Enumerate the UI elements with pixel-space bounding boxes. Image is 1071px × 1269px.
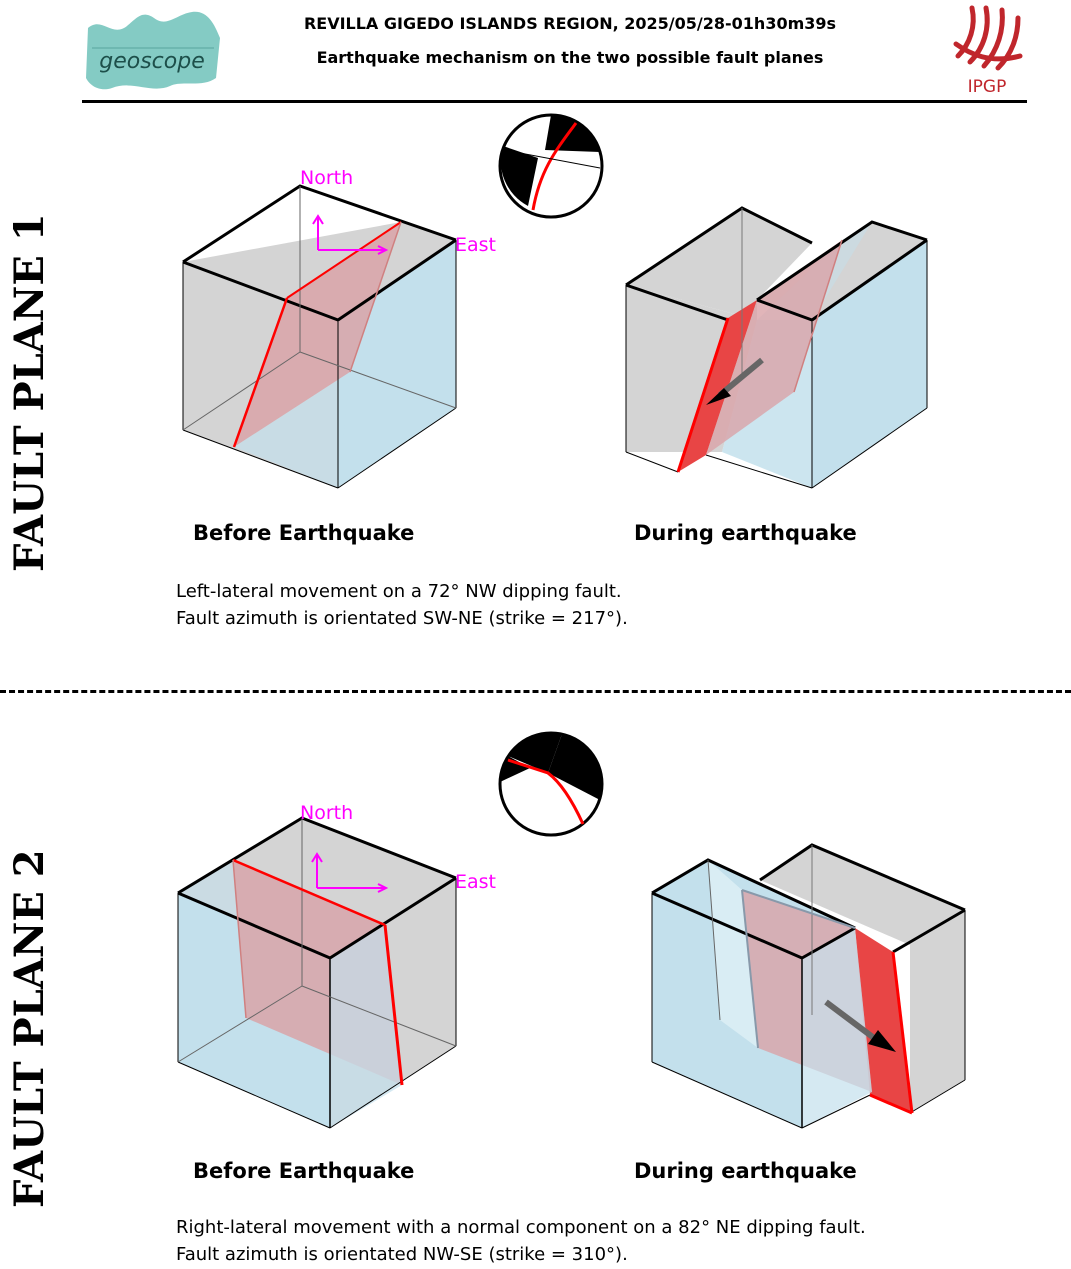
north-label-1: North [300, 167, 353, 189]
description-1-line-1: Left-lateral movement on a 72° NW dippin… [176, 581, 622, 602]
geoscope-logo-text: geoscope [99, 49, 204, 74]
during-block-1 [625, 206, 928, 489]
ipgp-logo: IPGP [950, 4, 1025, 98]
page-subtitle: Earthquake mechanism on the two possible… [316, 48, 824, 67]
compass-arrows-1 [312, 214, 389, 255]
before-label-1: Before Earthquake [193, 521, 415, 545]
east-label-2: East [455, 871, 496, 893]
compass-arrows-2 [311, 852, 389, 893]
during-block-2 [651, 843, 966, 1129]
beachball-1 [498, 113, 604, 219]
east-label-1: East [455, 234, 496, 256]
description-2-line-1: Right-lateral movement with a normal com… [176, 1217, 866, 1238]
beachball-2 [498, 731, 604, 837]
description-2-line-2: Fault azimuth is orientated NW-SE (strik… [176, 1244, 628, 1265]
before-block-2 [177, 816, 457, 1129]
page-title: REVILLA GIGEDO ISLANDS REGION, 2025/05/2… [303, 14, 837, 33]
panel-separator [0, 690, 1071, 693]
before-label-2: Before Earthquake [193, 1159, 415, 1183]
header-divider [82, 100, 1027, 103]
during-label-2: During earthquake [634, 1159, 857, 1183]
during-label-1: During earthquake [634, 521, 857, 545]
before-block-1 [182, 184, 457, 489]
geoscope-logo: geoscope [82, 8, 224, 96]
north-label-2: North [300, 802, 353, 824]
description-1-line-2: Fault azimuth is orientated SW-NE (strik… [176, 608, 628, 629]
ipgp-logo-text: IPGP [968, 77, 1007, 97]
fault-plane-1-diagram: North East [182, 113, 928, 489]
fault-plane-2-diagram: North East [177, 731, 966, 1129]
